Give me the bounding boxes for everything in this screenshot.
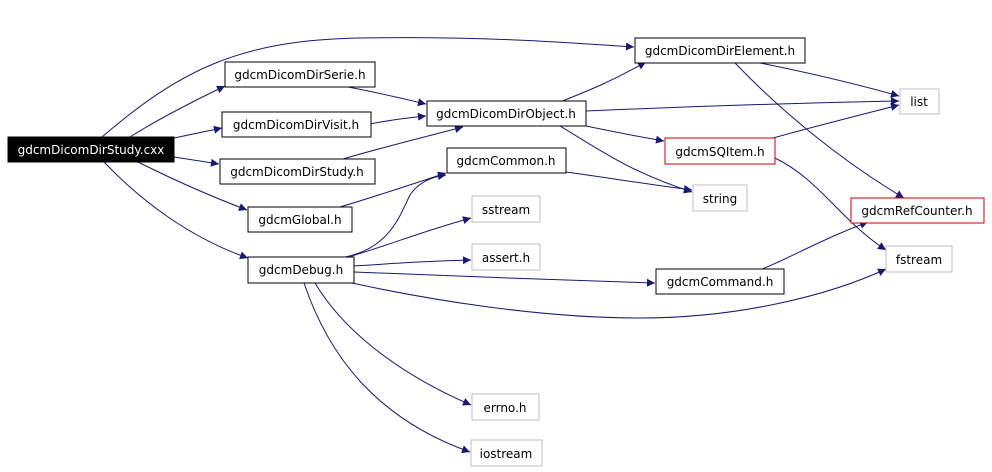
node-fstream[interactable]: fstream: [885, 245, 953, 273]
node-root[interactable]: gdcmDicomDirStudy.cxx: [7, 136, 175, 163]
edge-common-to-string: [565, 171, 693, 193]
edge-dirobject-to-sqitem: [585, 125, 665, 144]
node-dirvisit-label: gdcmDicomDirVisit.h: [233, 118, 359, 132]
node-dirserie[interactable]: gdcmDicomDirSerie.h: [224, 61, 376, 88]
edge-global-to-common: [339, 171, 447, 208]
node-debug-label: gdcmDebug.h: [259, 263, 343, 277]
node-errno[interactable]: errno.h: [471, 393, 540, 421]
edge-root-to-direlement: [101, 37, 635, 138]
node-refcounter-label: gdcmRefCounter.h: [861, 204, 972, 218]
node-fstream-label: fstream: [896, 253, 942, 267]
node-debug[interactable]: gdcmDebug.h: [247, 256, 355, 284]
edge-sqitem-to-list: [772, 103, 900, 139]
node-sqitem[interactable]: gdcmSQItem.h: [664, 137, 776, 165]
node-sstream-label: sstream: [482, 203, 530, 217]
edge-debug-to-assert: [353, 256, 472, 267]
node-global[interactable]: gdcmGlobal.h: [247, 206, 353, 233]
node-dirstudy[interactable]: gdcmDicomDirStudy.h: [219, 158, 376, 185]
node-common-label: gdcmCommon.h: [457, 154, 556, 168]
edge-debug-to-common: [344, 172, 447, 258]
node-dirobject-label: gdcmDicomDirObject.h: [436, 107, 576, 121]
node-iostream-label: iostream: [480, 447, 533, 461]
node-dirstudy-label: gdcmDicomDirStudy.h: [230, 165, 364, 179]
node-global-label: gdcmGlobal.h: [258, 213, 341, 227]
edge-debug-to-command: [353, 271, 656, 287]
node-command-label: gdcmCommand.h: [667, 275, 774, 289]
edge-dirstudy-to-dirobject: [342, 125, 464, 160]
edge-root-to-global: [137, 161, 248, 211]
node-dirobject[interactable]: gdcmDicomDirObject.h: [426, 100, 587, 127]
node-list[interactable]: list: [899, 88, 940, 115]
node-sstream[interactable]: sstream: [471, 195, 541, 223]
edge-debug-to-errno: [314, 282, 472, 406]
node-dirserie-label: gdcmDicomDirSerie.h: [234, 68, 365, 82]
node-list-label: list: [910, 95, 928, 109]
node-string-label: string: [703, 192, 737, 206]
node-string[interactable]: string: [692, 184, 748, 212]
edge-direlement-to-list: [759, 62, 900, 98]
node-common[interactable]: gdcmCommon.h: [446, 147, 567, 174]
node-direlement-label: gdcmDicomDirElement.h: [645, 44, 795, 58]
node-refcounter[interactable]: gdcmRefCounter.h: [850, 197, 985, 224]
edge-direlement-to-refcounter: [734, 62, 905, 199]
node-dirvisit[interactable]: gdcmDicomDirVisit.h: [221, 111, 372, 138]
node-assert-label: assert.h: [482, 251, 530, 265]
node-direlement[interactable]: gdcmDicomDirElement.h: [634, 37, 806, 64]
node-assert[interactable]: assert.h: [471, 243, 541, 271]
node-root-label: gdcmDicomDirStudy.cxx: [18, 143, 165, 157]
edge-debug-to-fstream: [351, 268, 887, 319]
edge-root-to-dirvisit: [173, 125, 223, 139]
edge-dirobject-to-list: [585, 97, 900, 112]
nodes: gdcmDicomDirStudy.cxx gdcmDicomDirSerie.…: [7, 37, 985, 467]
node-iostream[interactable]: iostream: [470, 439, 543, 467]
node-errno-label: errno.h: [484, 401, 527, 415]
edge-root-to-dirserie: [129, 85, 226, 138]
node-sqitem-label: gdcmSQItem.h: [675, 145, 764, 159]
edge-command-to-refcounter: [761, 221, 869, 270]
edges: [101, 37, 905, 454]
node-command[interactable]: gdcmCommand.h: [655, 268, 785, 295]
edge-dirobject-to-direlement: [559, 61, 647, 103]
edge-root-to-dirstudy: [173, 156, 220, 167]
edge-debug-to-iostream: [303, 282, 471, 454]
edge-debug-to-sstream: [344, 216, 472, 259]
edge-dirvisit-to-dirobject: [369, 112, 427, 125]
edge-root-to-debug: [103, 161, 249, 260]
edge-dirobject-to-string: [559, 125, 693, 194]
edge-sqitem-to-fstream: [774, 157, 887, 251]
edge-dirserie-to-dirobject: [347, 86, 427, 107]
